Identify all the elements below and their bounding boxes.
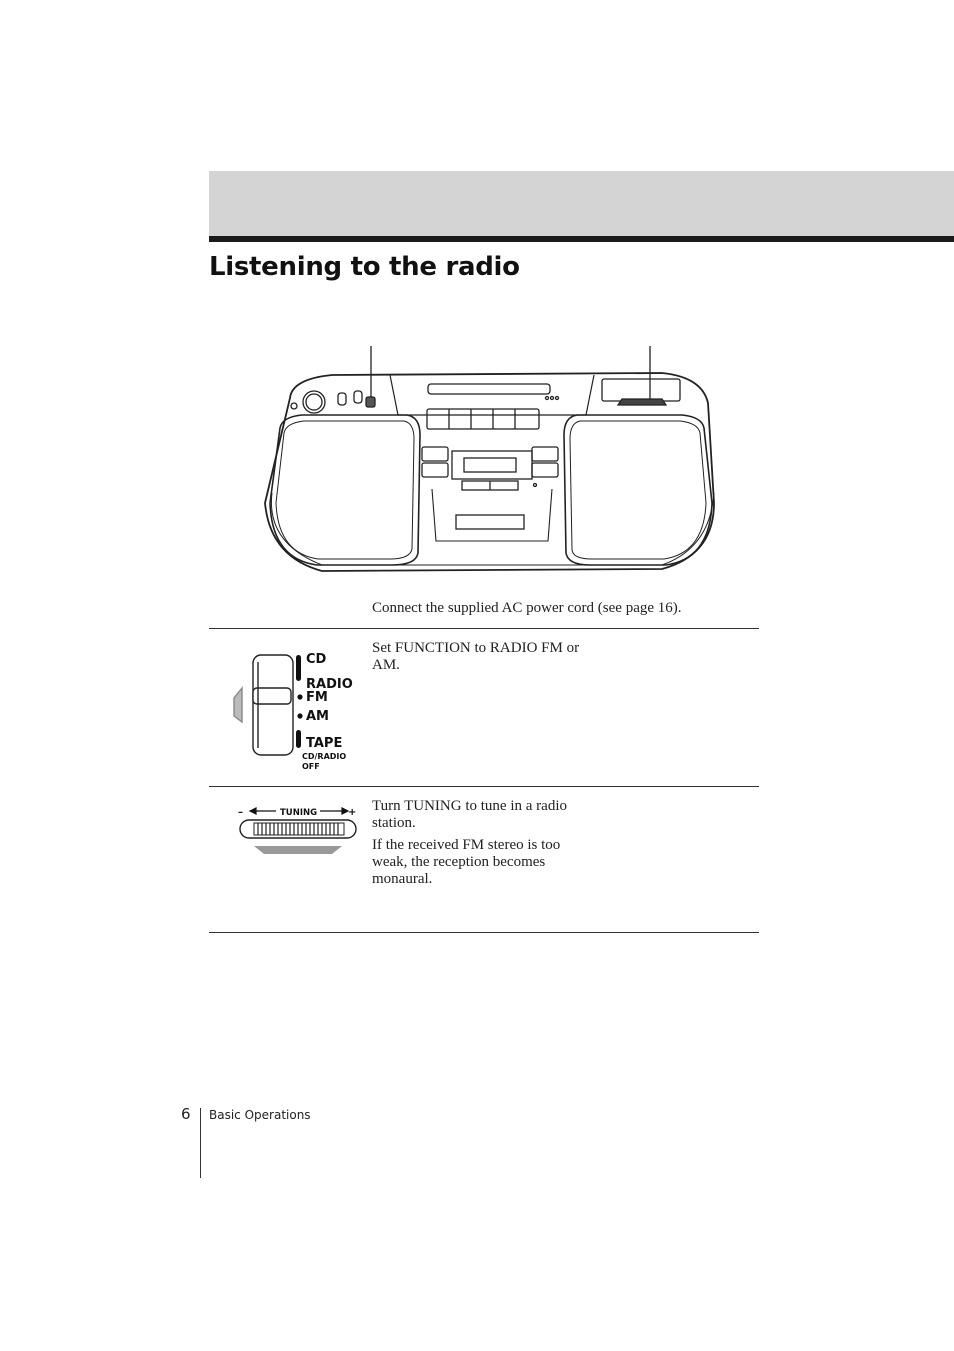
- step-2-line-1: Set FUNCTION to RADIO FM or: [372, 640, 580, 656]
- step-3-note-line-1: If the received FM stereo is too: [372, 837, 561, 853]
- tuning-minus: –: [238, 807, 243, 818]
- function-switch-illustration: CD RADIO FM AM TAPE CD/RADIO OFF: [233, 652, 353, 771]
- tuning-label: TUNING: [280, 808, 317, 818]
- switch-label-cd: CD: [306, 652, 327, 667]
- step-3-line-2: station.: [372, 815, 416, 831]
- page-title: Listening to the radio: [209, 252, 520, 282]
- step-3-note-line-2: weak, the reception becomes: [372, 854, 546, 870]
- switch-label-tape: TAPE: [306, 736, 342, 751]
- switch-label-radio: RADIO: [306, 677, 353, 692]
- footer-section-name: Basic Operations: [209, 1108, 311, 1122]
- step-3-note-line-3: monaural.: [372, 871, 433, 887]
- step-3-text: Turn TUNING to tune in a radio station. …: [372, 798, 567, 888]
- step-divider-3: [209, 932, 759, 933]
- tuning-plus: +: [348, 807, 356, 818]
- switch-label-off-2: OFF: [302, 762, 320, 771]
- header-band: [209, 171, 954, 237]
- switch-label-am: AM: [306, 709, 329, 724]
- switch-label-off-1: CD/RADIO: [302, 752, 346, 761]
- step-divider-2: [209, 786, 759, 787]
- step-2-line-2: AM.: [372, 657, 400, 673]
- footer-rule: [200, 1108, 201, 1178]
- tuning-dial-illustration: – TUNING +: [238, 807, 357, 854]
- switch-label-fm: FM: [306, 690, 328, 705]
- page-number: 6: [181, 1105, 191, 1123]
- switch-arrow-icon: [233, 686, 243, 724]
- step-1-text: Connect the supplied AC power cord (see …: [372, 600, 682, 617]
- tuning-direction-arrow-icon: [254, 846, 342, 854]
- step-1-line-1: Connect the supplied AC power cord (see …: [372, 600, 682, 616]
- step-2-text: Set FUNCTION to RADIO FM or AM.: [372, 640, 579, 674]
- step-divider-1: [209, 628, 759, 629]
- boombox-illustration: [264, 346, 715, 572]
- step-3-line-1: Turn TUNING to tune in a radio: [372, 798, 567, 814]
- header-rule: [209, 236, 954, 242]
